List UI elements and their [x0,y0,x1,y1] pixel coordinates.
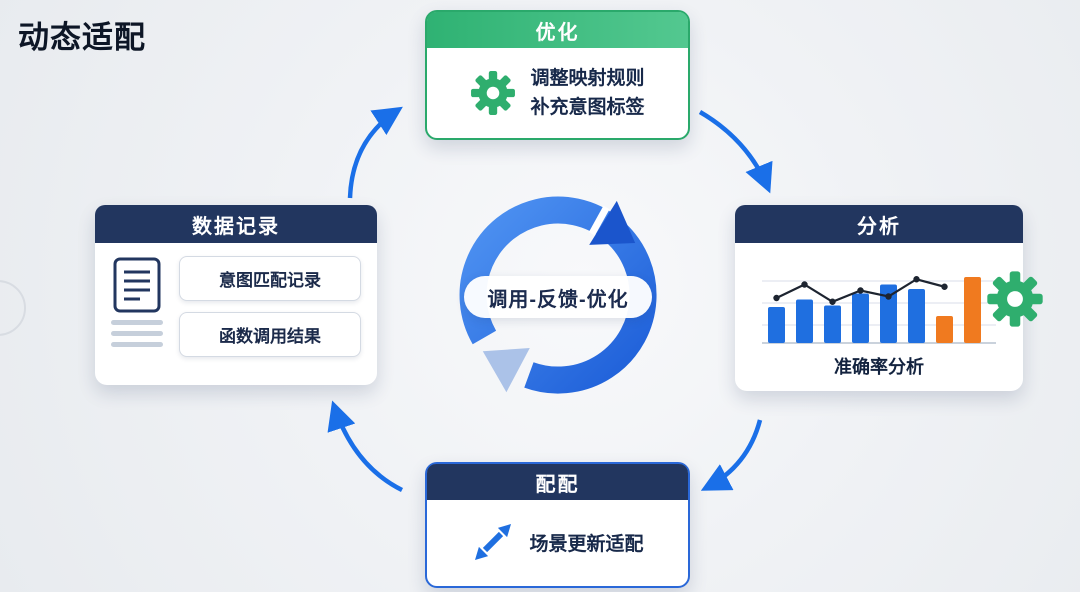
card-data-record-title: 数据记录 [95,205,377,243]
card-adapt-title: 配配 [427,464,688,500]
record-item-function-result: 函数调用结果 [179,312,361,357]
document-list-icon [113,257,161,313]
text-line-placeholder [111,342,163,347]
diagonal-arrow-icon [475,524,512,560]
optimize-line-2: 补充意图标签 [530,97,645,118]
arrow-optimize-to-analysis [698,110,773,194]
adapt-label: 场景更新适配 [529,533,644,555]
analysis-chart [762,276,996,344]
card-data-record: 数据记录 意图匹配记录 函数调用结果 [95,205,377,385]
text-line-placeholder [111,331,163,336]
card-optimize-body: 调整映射规则 补充意图标签 [427,48,688,138]
text-line-placeholder [111,320,163,325]
card-data-record-body: 意图匹配记录 函数调用结果 [95,243,377,370]
arrow-analysis-to-adapt [700,419,763,491]
optimize-line-1: 调整映射规则 [530,67,645,89]
record-item-intent-match: 意图匹配记录 [179,256,361,301]
card-adapt-body: 场景更新适配 [427,500,688,584]
card-analysis: 分析 准确率分析 [735,205,1023,391]
card-optimize: 优化 调整映射规则 补充意图标签 [425,10,690,140]
document-column [111,256,163,357]
card-adapt: 配配 场景更新适配 [425,462,690,588]
arrow-record-to-optimize [347,106,403,199]
cycle-ring-icon [459,196,657,394]
card-analysis-title: 分析 [735,205,1023,243]
gear-icon [470,70,516,116]
cycle-center-label: 调用-反馈-优化 [464,276,652,318]
analysis-caption: 准确率分析 [834,357,924,377]
optimize-text: 调整映射规则 补充意图标签 [530,64,644,123]
page-title: 动态适配 [18,20,146,55]
decorative-arc [0,280,26,336]
gear-icon [986,270,1044,328]
card-optimize-title: 优化 [427,12,688,48]
card-analysis-body: 准确率分析 [735,243,1023,379]
arrow-adapt-to-record [327,400,404,493]
record-items: 意图匹配记录 函数调用结果 [179,256,361,357]
